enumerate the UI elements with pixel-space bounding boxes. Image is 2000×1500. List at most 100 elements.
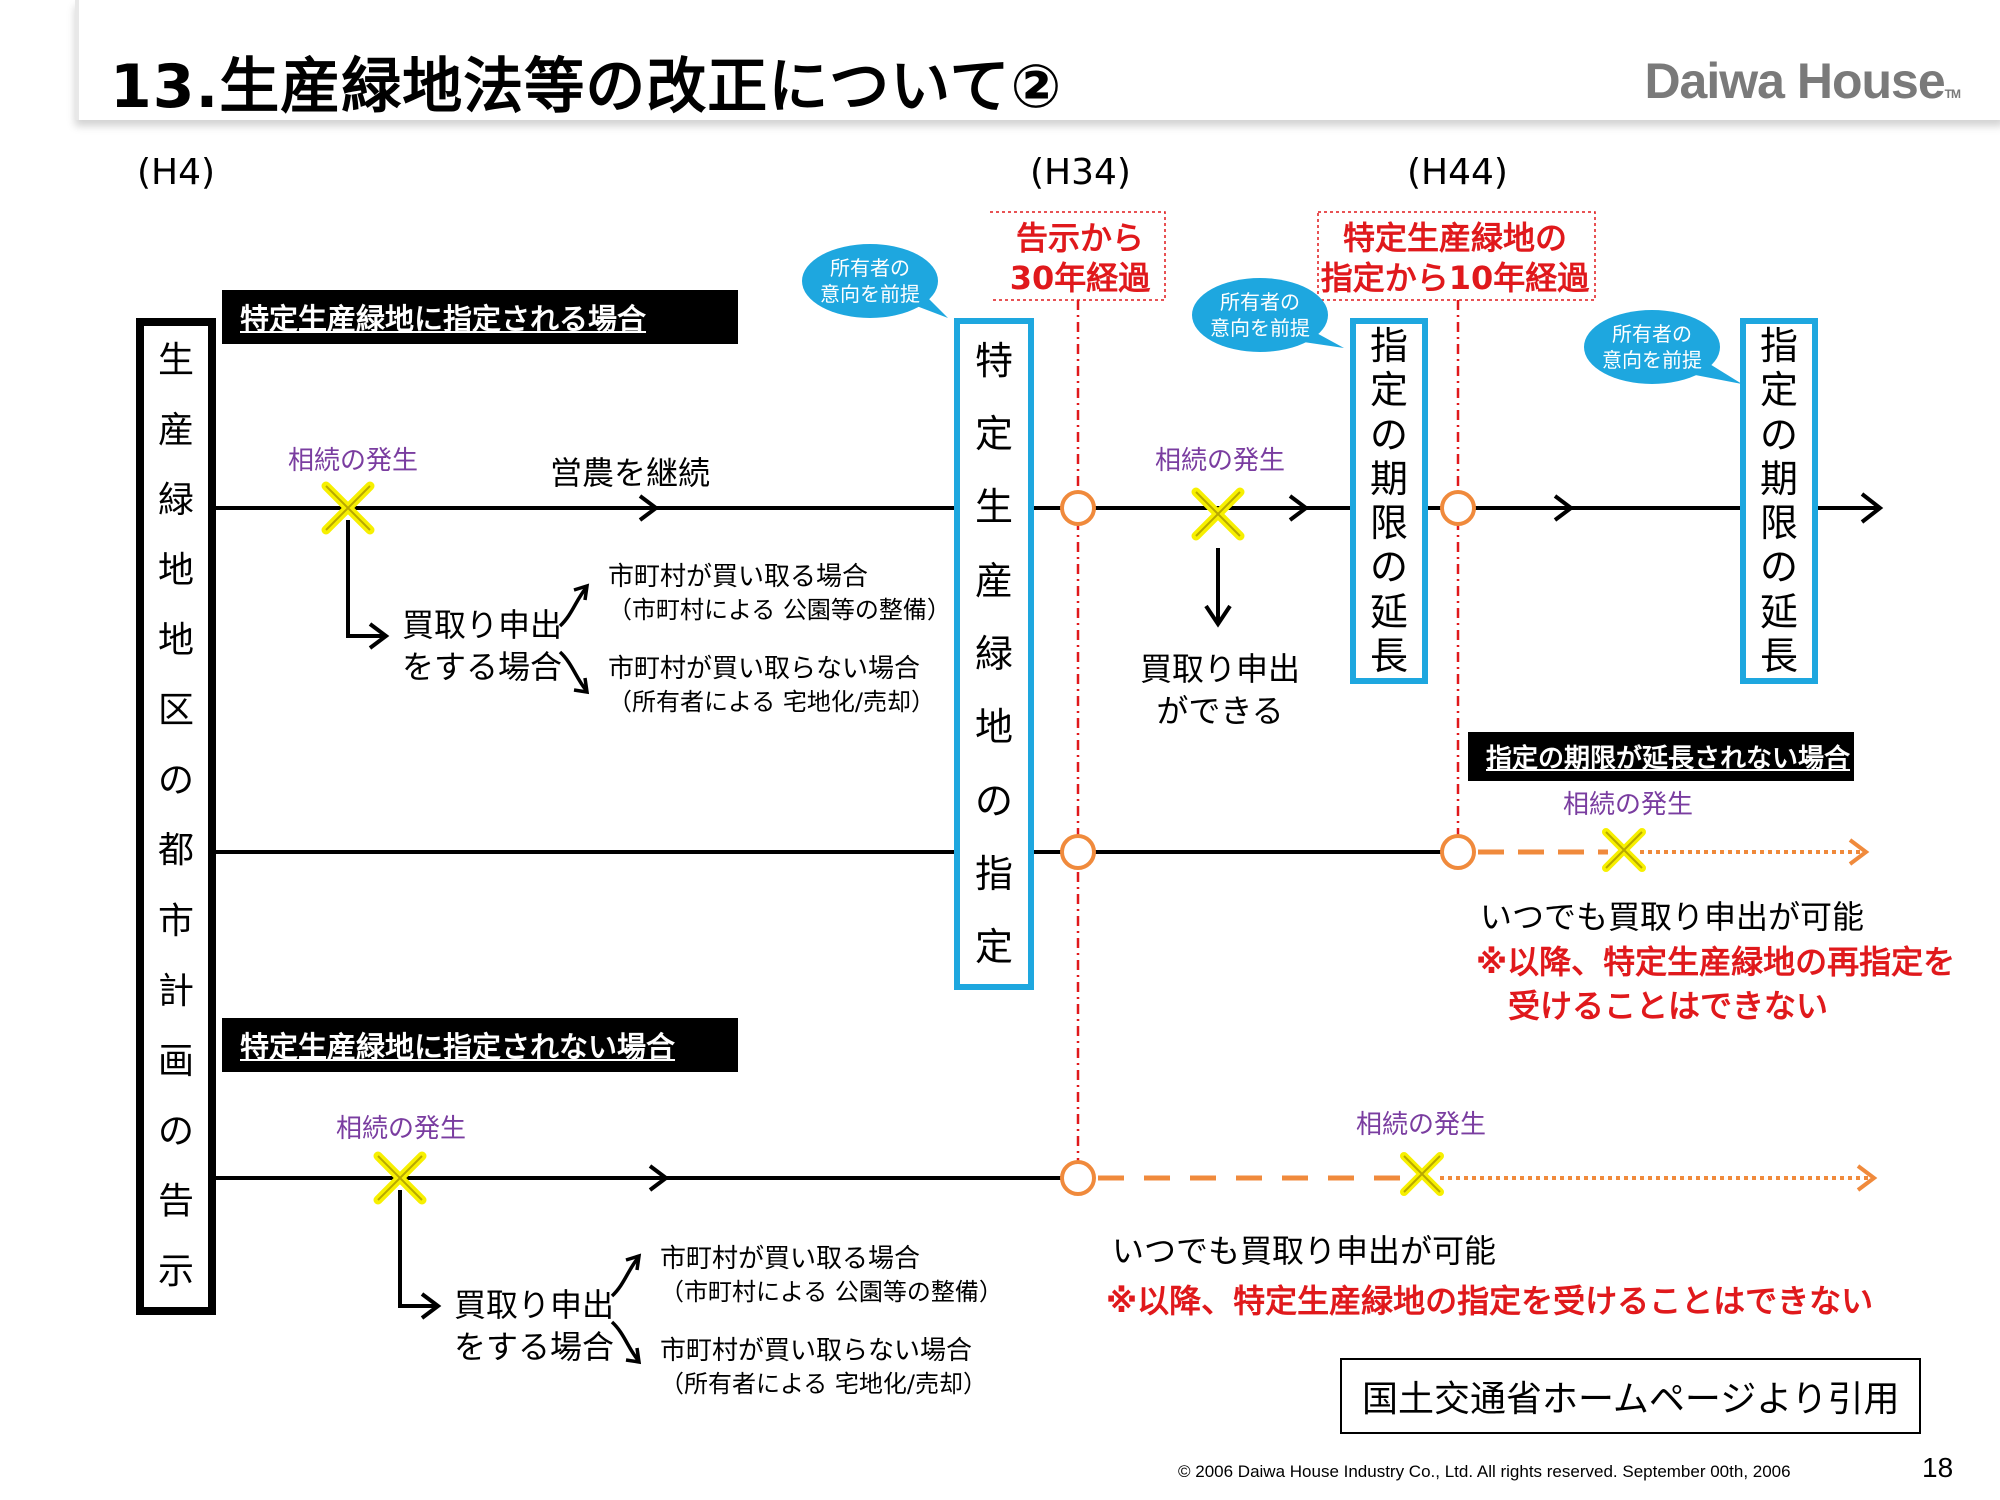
- urban-plan-notice-char: 告: [157, 1180, 194, 1222]
- upper-can-offer-line2: ができる: [1156, 692, 1284, 730]
- designation-char: 指: [974, 851, 1013, 896]
- upper-arrow-mid-2: [1288, 494, 1310, 522]
- specific-green-designation-box: 特定生産緑地の指定: [954, 318, 1034, 990]
- lower-note: ※以降、特定生産緑地の指定を受けることはできない: [1106, 1282, 1874, 1320]
- extension-1-char: 定: [1369, 368, 1408, 413]
- lower-anytime-label: いつでも買取り申出が可能: [1112, 1232, 1497, 1270]
- designation-char: 緑: [974, 631, 1013, 676]
- lower-offer-line1: 買取り申出: [454, 1286, 615, 1324]
- upper-fork-up-tip: [573, 583, 590, 601]
- upper-inheritance-label-2: 相続の発生: [1155, 446, 1286, 476]
- bubble-1-line1: 所有者の: [830, 256, 910, 280]
- x-marker-upper-2: [1191, 487, 1245, 541]
- bubble-1-line2: 意向を前提: [820, 282, 920, 306]
- lower-inheritance-label-2: 相続の発生: [1356, 1110, 1487, 1140]
- urban-plan-notice-char: 計: [157, 970, 194, 1012]
- lower-fork-down: [610, 1320, 640, 1362]
- upper-h44-circle: [1440, 490, 1476, 526]
- upper-arrow-mid-1: [638, 494, 660, 522]
- x-marker-upper-1: [321, 481, 375, 535]
- upper-can-offer-line1: 買取り申出: [1140, 650, 1301, 688]
- x-marker-lower-1: [373, 1151, 427, 1205]
- upper-offer-line2: をする場合: [402, 648, 563, 686]
- middle-anytime-label: いつでも買取り申出が可能: [1480, 898, 1865, 936]
- lower-branch-arrow: [420, 1292, 442, 1320]
- lower-branch-line: [398, 1190, 436, 1308]
- lower-arrow-tip: [1856, 1164, 1878, 1192]
- h44-note-frame: [1317, 211, 1596, 301]
- designated-case-label: 特定生産緑地に指定される場合: [222, 290, 738, 344]
- extension-1-char: 長: [1369, 633, 1408, 678]
- upper-h34-circle: [1060, 490, 1096, 526]
- extension-2-char: 指: [1759, 324, 1798, 369]
- h44-label: (H44): [1407, 152, 1508, 193]
- designation-char: 地: [974, 705, 1013, 750]
- upper-nobuy-case: 市町村が買い取らない場合 （所有者による 宅地化/売却）: [608, 652, 935, 718]
- designation-char: 生: [974, 485, 1013, 530]
- continue-farming-label: 営農を継続: [550, 454, 711, 492]
- lower-fork-down-tip: [625, 1347, 642, 1365]
- copyright: © 2006 Daiwa House Industry Co., Ltd. Al…: [1178, 1462, 1791, 1481]
- lower-nobuy-case-sub: （所有者による 宅地化/売却）: [660, 1370, 987, 1398]
- upper-nobuy-case-sub: （所有者による 宅地化/売却）: [608, 688, 935, 716]
- citation-box: 国土交通省ホームページより引用: [1340, 1358, 1922, 1434]
- upper-arrow-tip-end: [1860, 492, 1884, 524]
- extension-box-1: 指定の期限の延長: [1350, 318, 1428, 684]
- lower-buy-case: 市町村が買い取る場合 （市町村による 公園等の整備）: [660, 1242, 1003, 1308]
- middle-h34-circle: [1060, 834, 1096, 870]
- extension-box-2: 指定の期限の延長: [1740, 318, 1818, 684]
- x-marker-lower-2: [1400, 1152, 1444, 1196]
- h34-label: (H34): [1030, 152, 1131, 193]
- middle-arrow-tip: [1848, 838, 1870, 866]
- h34-note-line2: 30年経過: [1009, 259, 1151, 297]
- designation-char: の: [974, 778, 1013, 823]
- extension-2-char: の: [1759, 412, 1798, 457]
- urban-plan-notice-char: 区: [157, 690, 194, 732]
- upper-can-offer-arrow: [1204, 604, 1232, 628]
- upper-nobuy-case-title: 市町村が買い取らない場合: [608, 654, 921, 684]
- middle-note-line2: 受けることはできない: [1508, 987, 1829, 1025]
- urban-plan-notice-char: 産: [157, 410, 194, 452]
- urban-plan-notice-box: 生産緑地地区の都市計画の告示: [136, 318, 216, 1315]
- owner-intent-bubble-2: 所有者の意向を前提: [1192, 278, 1328, 352]
- bubble-2-line2: 意向を前提: [1210, 316, 1310, 340]
- upper-can-offer: 買取り申出 ができる: [1140, 648, 1300, 732]
- upper-offer-line1: 買取り申出: [402, 606, 563, 644]
- lower-offer-line2: をする場合: [454, 1328, 615, 1366]
- page-number: 18: [1922, 1452, 1954, 1483]
- h44-note-line2: 指定から10年経過: [1320, 259, 1590, 297]
- designation-char: 産: [974, 558, 1013, 603]
- middle-note-line1: ※以降、特定生産緑地の再指定を: [1476, 943, 1956, 981]
- urban-plan-notice-char: 生: [157, 340, 194, 382]
- urban-plan-notice-char: 画: [157, 1040, 194, 1082]
- lower-arrow-mid: [648, 1164, 670, 1192]
- extension-1-char: 指: [1369, 324, 1408, 369]
- lower-h34-circle: [1060, 1160, 1096, 1196]
- designation-char: 定: [974, 925, 1013, 970]
- x-marker-middle: [1602, 828, 1646, 872]
- upper-branch-arrow: [368, 622, 390, 650]
- urban-plan-notice-char: 都: [157, 830, 194, 872]
- lower-fork-up: [610, 1256, 640, 1298]
- extension-2-char: 延: [1759, 589, 1798, 634]
- urban-plan-notice-char: の: [157, 1110, 194, 1152]
- not-designated-case-label: 特定生産緑地に指定されない場合: [222, 1018, 738, 1072]
- middle-inheritance-label: 相続の発生: [1563, 790, 1694, 820]
- extension-1-char: の: [1369, 412, 1408, 457]
- upper-buy-case-sub: （市町村による 公園等の整備）: [608, 596, 951, 624]
- middle-h44-circle: [1440, 834, 1476, 870]
- extension-1-char: 期: [1369, 456, 1408, 501]
- upper-fork-up: [558, 586, 588, 628]
- designation-char: 定: [974, 411, 1013, 456]
- extension-2-char: 定: [1759, 368, 1798, 413]
- urban-plan-notice-char: 市: [157, 900, 194, 942]
- upper-offer-label: 買取り申出 をする場合: [402, 604, 562, 688]
- urban-plan-notice-char: の: [157, 760, 194, 802]
- h44-note: 特定生産緑地の 指定から10年経過: [1320, 218, 1590, 298]
- company-logo: Daiwa HouseTM: [1644, 52, 1961, 110]
- extension-2-char: の: [1759, 545, 1798, 590]
- owner-intent-bubble-1: 所有者の意向を前提: [802, 244, 938, 318]
- lower-buy-case-title: 市町村が買い取る場合: [660, 1244, 921, 1274]
- upper-arrow-mid-3: [1553, 494, 1575, 522]
- h34-note: 告示から 30年経過: [990, 218, 1170, 298]
